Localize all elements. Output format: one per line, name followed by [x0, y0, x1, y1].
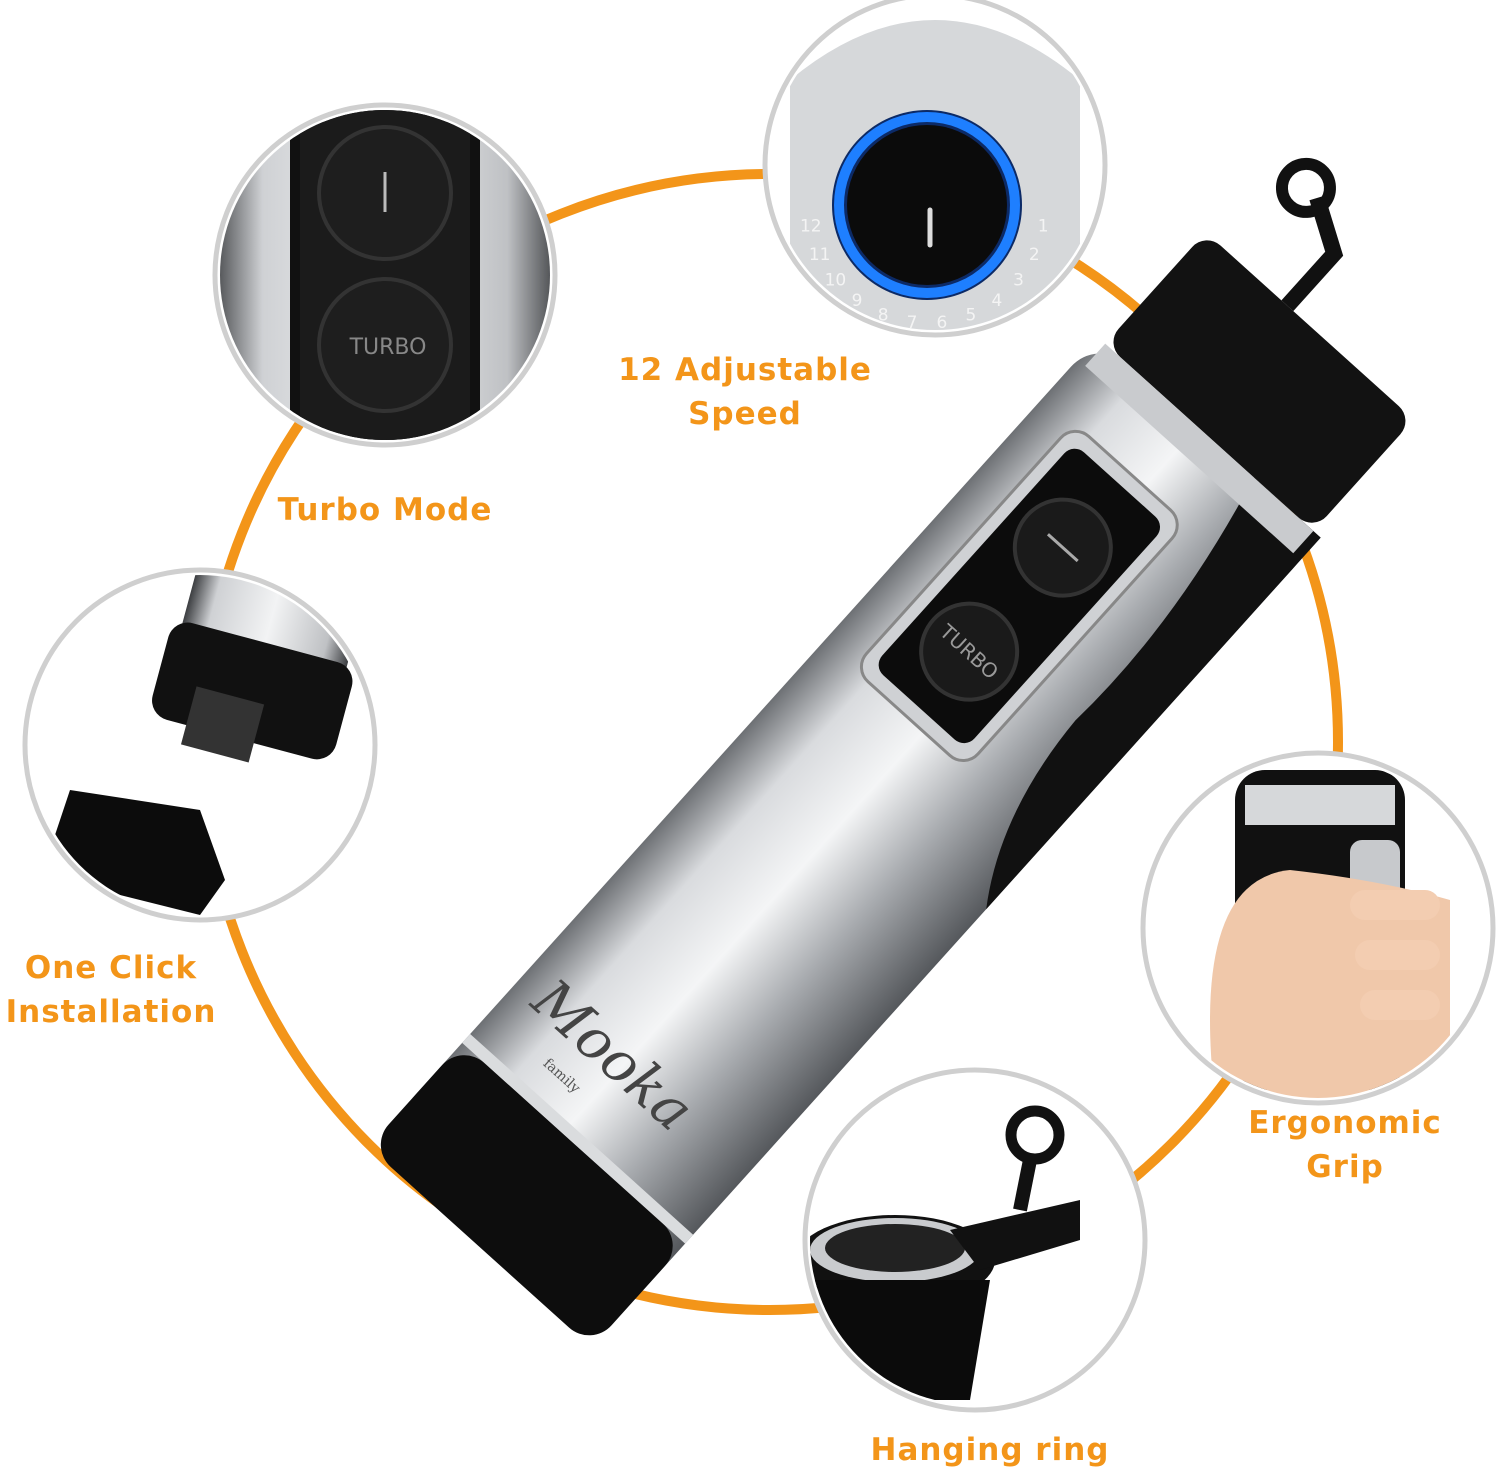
label-line: Hanging ring [870, 1432, 1110, 1468]
dial-number: 8 [878, 306, 889, 326]
label-line: Turbo Mode [277, 492, 493, 528]
dial-number: 4 [992, 291, 1003, 311]
dial-number: 7 [907, 313, 918, 333]
label-line: One Click [24, 950, 198, 986]
ergonomic-grip-circle [1140, 750, 1496, 1106]
feature-label-speed: 12 Adjustable Speed [580, 348, 910, 436]
installation-detail-circle [22, 567, 378, 923]
turbo-detail-circle: TURBO [212, 102, 558, 448]
label-line: Ergonomic [1248, 1105, 1442, 1141]
dial-number: 11 [809, 245, 831, 265]
label-line: Speed [688, 396, 802, 432]
dial-number: 1 [1038, 216, 1049, 236]
turbo-text: TURBO [349, 335, 427, 360]
feature-label-grip: Ergonomic Grip [1225, 1101, 1465, 1189]
label-line: Grip [1306, 1149, 1384, 1185]
dial-number: 6 [937, 313, 948, 333]
dial-number: 2 [1029, 245, 1040, 265]
dial-number: 10 [825, 270, 847, 290]
feature-label-hanging: Hanging ring [840, 1428, 1140, 1472]
hand-blender-body: TURBO [380, 157, 1406, 1336]
hanging-ring-circle [802, 1067, 1148, 1413]
label-line: Installation [5, 994, 217, 1030]
dial-number: 12 [800, 216, 822, 236]
dial-number: 3 [1013, 270, 1024, 290]
feature-label-installation: One Click Installation [0, 946, 222, 1034]
feature-label-turbo: Turbo Mode [235, 488, 535, 532]
dial-number: 9 [852, 291, 863, 311]
label-line: 12 Adjustable [618, 352, 872, 388]
dial-number: 5 [965, 306, 976, 326]
